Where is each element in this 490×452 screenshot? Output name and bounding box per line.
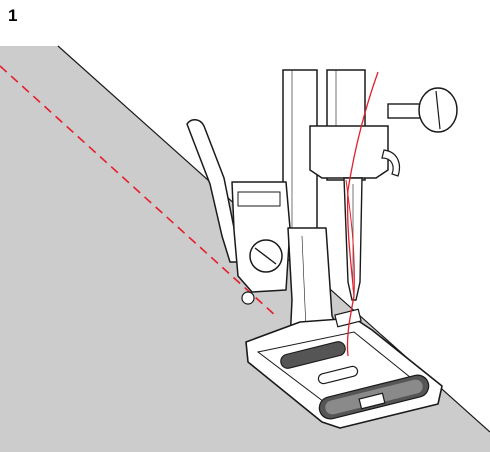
stitch-guide-line	[0, 65, 277, 317]
foot-slot	[317, 365, 359, 385]
foot-pin	[241, 291, 255, 305]
thread	[346, 71, 379, 357]
presser-foot-lever	[186, 119, 241, 263]
needle-clamp	[309, 125, 389, 179]
rear-roller	[280, 341, 346, 369]
thread-guide	[381, 149, 401, 177]
step-number: 1	[8, 6, 18, 25]
